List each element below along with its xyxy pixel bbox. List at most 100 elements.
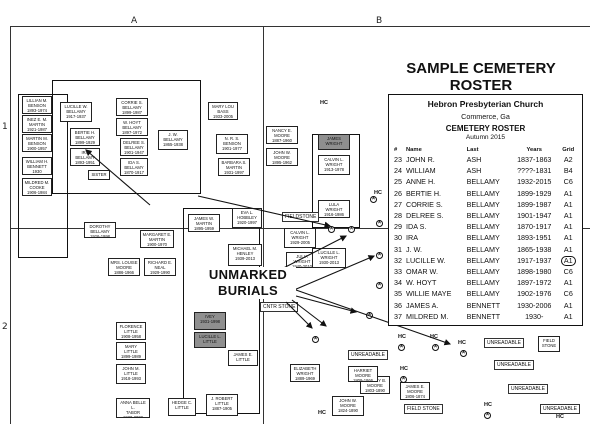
- callout-line-1: UNMARKED: [208, 267, 288, 282]
- roster-cell-num: 25: [394, 177, 402, 187]
- grave-marker[interactable]: MILDRED M. COOKE 1906-1984: [22, 178, 52, 196]
- grave-marker[interactable]: JOHN W. MOORE 1895-1962: [266, 148, 298, 166]
- grid-label-row-2: 2: [2, 322, 8, 332]
- grave-marker[interactable]: IRA BELLAMY 1893-1951: [70, 148, 100, 166]
- roster-heading: CEMETERY ROSTER: [445, 124, 526, 133]
- grave-marker[interactable]: DELREE S. BELLAMY 1901-1947: [120, 138, 148, 156]
- grave-marker[interactable]: HARRIET MOORE 1809-1866: [348, 366, 378, 382]
- grave-marker[interactable]: JAMES E. LITTLE: [228, 350, 258, 366]
- unreadable-label: UNREADABLE: [508, 384, 548, 394]
- grid-label-column-b: B: [376, 16, 383, 26]
- grave-marker[interactable]: FIELD STONE: [538, 336, 560, 352]
- roster-cell-years: 1837-1863: [517, 155, 552, 165]
- grave-marker[interactable]: J. ROBERT LITTLE 1887-1905: [206, 394, 238, 416]
- roster-cell-years: 1902-1976: [517, 289, 552, 299]
- roster-cell-num: 34: [394, 278, 402, 288]
- unmarked-grave-marker: ×: [398, 344, 405, 351]
- grave-marker[interactable]: DOROTHY BELLAMY 1926-1998: [84, 222, 116, 238]
- hc-marker: HC: [318, 410, 326, 416]
- grave-marker[interactable]: NANCY E. MOORE 1887-1960: [266, 126, 298, 144]
- grave-marker[interactable]: JULIA WRIGHT 1940-2010: [286, 252, 318, 268]
- grave-marker[interactable]: JAMES WRIGHT: [318, 134, 350, 150]
- grave-marker[interactable]: JAMES E. MOORE 1806-1874: [400, 382, 430, 400]
- grave-marker[interactable]: N. R. S. BENSON 1901-1977: [216, 134, 248, 154]
- grave-marker[interactable]: INEZ E. M. MARTIN 1921-1987: [22, 115, 52, 133]
- grave-marker[interactable]: CALVIN L. WRIGHT 1929-2005: [284, 228, 316, 248]
- grave-marker[interactable]: LUCILLE W. BELLAMY 1917-1937: [60, 102, 92, 122]
- grave-marker[interactable]: RICHARD E. NEAL 1929-1990: [144, 258, 176, 276]
- grave-marker[interactable]: CORRIE S. BELLAMY 1899-1987: [116, 98, 148, 116]
- grave-marker[interactable]: MARY LOU BASS 1933-2005: [208, 102, 238, 120]
- roster-cell-last: ASH: [466, 155, 482, 165]
- roster-cell-years: 1865-1938: [517, 244, 552, 254]
- roster-cell-name: LUCILLE W.: [406, 255, 446, 265]
- grave-marker[interactable]: BARBARA S. MARTIN 1931-1997: [218, 158, 250, 176]
- grave-marker[interactable]: JAMES W. MARTIN 1895-1959: [188, 214, 220, 232]
- roster-cell-grid: A1: [563, 300, 573, 310]
- grave-marker[interactable]: LUCILLE L. LITTLE: [194, 332, 226, 348]
- grave-marker[interactable]: MARGARET E. MARTIN 1900-1970: [140, 230, 174, 248]
- roster-cell-num: 36: [394, 300, 402, 310]
- grid-label-column-a: A: [131, 16, 138, 26]
- grave-marker[interactable]: W. HOYT BELLAMY 1897-1972: [116, 118, 148, 136]
- grave-marker[interactable]: MRS. LOUISE MOORE 1886-1966: [108, 258, 140, 276]
- grave-marker[interactable]: LUCILLE L. WRIGHT 1930-2013: [312, 248, 346, 268]
- hc-marker: HC: [374, 190, 382, 196]
- grave-marker[interactable]: LILLIAN M. BENSON 1893-1974: [22, 96, 52, 114]
- field-stone-label: FIELD STONE: [404, 404, 443, 414]
- roster-cell-years: 1893-1951: [517, 233, 552, 243]
- grave-marker[interactable]: CALVIN L. WRIGHT 1913-1978: [318, 155, 350, 175]
- roster-church: Hebron Presbyterian Church: [427, 99, 544, 109]
- roster-cell-name: IDA S.: [406, 222, 427, 232]
- unmarked-grave-marker: ×: [432, 344, 439, 351]
- roster-cell-last: BELLAMY: [466, 233, 500, 243]
- callout-arrow: [295, 295, 358, 314]
- grave-marker[interactable]: ELIZABETH WRIGHT 1889-1969: [290, 364, 320, 382]
- grave-marker[interactable]: ANNA BELLE L. TABOR 1930-2008: [116, 398, 150, 418]
- grave-marker[interactable]: HEDGE C. LITTLE: [168, 398, 196, 416]
- roster-cell-years: 1898-1980: [517, 266, 552, 276]
- grave-marker[interactable]: EVA L. HOBBLEY 1920-1997: [232, 208, 262, 228]
- roster-cell-grid: A1: [563, 233, 573, 243]
- grave-marker[interactable]: BERTIE H. BELLAMY 1899-1929: [70, 128, 100, 146]
- grave-marker[interactable]: FLORENCE LITTLE 1908-1958: [116, 322, 146, 340]
- roster-cell-num: 37: [394, 311, 402, 321]
- roster-cell-name: W. HOYT: [406, 278, 437, 288]
- grave-marker[interactable]: MARY LITTLE 1899-1989: [116, 342, 146, 360]
- grave-marker[interactable]: LULA WRIGHT 1916-1986: [318, 200, 350, 218]
- grave-marker[interactable]: JOHN W. MOORE 1824-1890: [332, 396, 364, 416]
- roster-cell-years: 1930-2006: [517, 300, 552, 310]
- roster-cell-num: 28: [394, 211, 402, 221]
- hc-marker: HC: [400, 366, 408, 372]
- grave-marker[interactable]: SISTER: [88, 170, 110, 180]
- roster-cell-grid: A2: [563, 155, 573, 165]
- grave-marker[interactable]: IVEY 1931-1998: [194, 312, 226, 330]
- roster-cell-num: 33: [394, 266, 402, 276]
- grave-marker[interactable]: MARTIN M. BENSON 1900-1957: [22, 134, 52, 152]
- roster-cell-grid: A1: [558, 255, 580, 266]
- grave-marker[interactable]: JOHN M. LITTLE 1918-1993: [116, 364, 146, 384]
- roster-cell-num: 29: [394, 222, 402, 232]
- grave-marker[interactable]: J. W. BELLAMY 1865-1938: [158, 130, 188, 150]
- grave-marker[interactable]: WILLIAM H. BENNETT 1930: [22, 157, 52, 175]
- grave-marker[interactable]: IDA S. BELLAMY 1870-1917: [120, 158, 148, 176]
- roster-cell-years: 1930-: [525, 311, 544, 321]
- grave-marker[interactable]: MICHAEL M. HENLEY 1939-2013: [228, 244, 262, 266]
